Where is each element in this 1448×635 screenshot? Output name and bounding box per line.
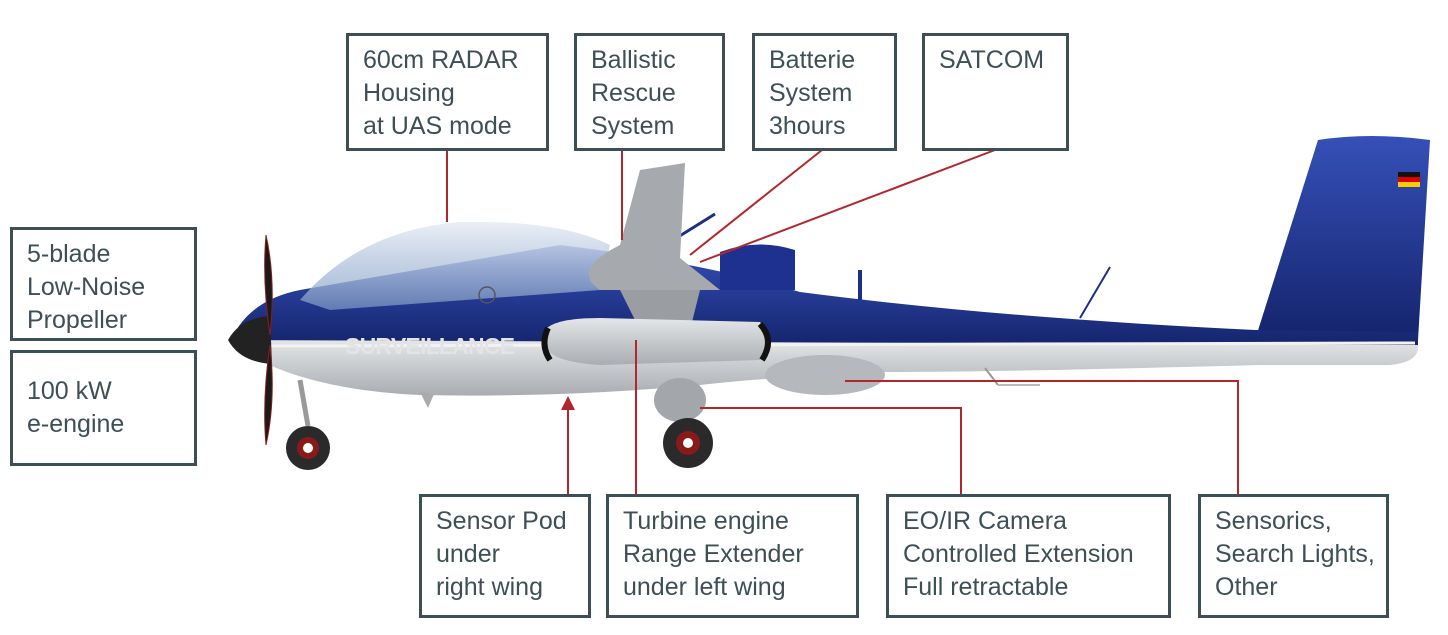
arrowhead — [561, 396, 575, 410]
label-line: Low-Noise — [27, 273, 146, 301]
spinner — [228, 316, 272, 364]
label-line: Controlled Extension — [903, 540, 1134, 568]
eoir-camera — [654, 378, 706, 422]
label-propeller: 5-blade Low-Noise Propeller — [10, 227, 197, 341]
propeller — [264, 234, 273, 446]
label-line: 60cm RADAR — [363, 46, 519, 74]
label-sensorics: Sensorics, Search Lights, Other — [1198, 494, 1389, 618]
label-line: System — [769, 79, 853, 107]
label-line: EO/IR Camera — [903, 507, 1067, 535]
turbine-nacelle — [545, 318, 768, 365]
label-line: Search Lights, — [1215, 540, 1375, 568]
label-engine: 100 kW e-engine — [10, 350, 197, 466]
satcom-dome — [720, 244, 795, 290]
label-line: 100 kW — [27, 377, 112, 405]
label-line: Sensor Pod — [436, 507, 567, 535]
label-line: Batterie — [769, 46, 856, 74]
sensorics-pod — [765, 355, 885, 395]
label-turbine: Turbine engine Range Extender under left… — [606, 494, 859, 618]
livery-text: SURVEILLANCE — [345, 333, 515, 359]
leader-lines — [446, 149, 1239, 494]
label-line: at UAS mode — [363, 112, 512, 140]
label-line: 3hours — [769, 112, 846, 140]
label-line: Turbine engine — [623, 507, 789, 535]
label-line: Sensorics, — [1215, 507, 1332, 535]
label-line: Propeller — [27, 306, 128, 334]
label-line: Range Extender — [623, 540, 804, 568]
main-wheel — [663, 418, 713, 468]
label-line: Full retractable — [903, 573, 1069, 601]
tail-fin — [1255, 136, 1430, 340]
label-ballistic-rescue: Ballistic Rescue System — [574, 33, 725, 151]
wing — [588, 163, 720, 290]
canopy — [300, 221, 610, 310]
label-line: Rescue — [591, 79, 676, 107]
label-battery: Batterie System 3hours — [752, 33, 897, 151]
label-line: Other — [1215, 573, 1278, 601]
label-line: under left wing — [623, 573, 786, 601]
label-line: 5-blade — [27, 240, 111, 268]
label-line: SATCOM — [939, 46, 1045, 74]
label-eoir-camera: EO/IR Camera Controlled Extension Full r… — [886, 494, 1171, 618]
label-line: System — [591, 112, 675, 140]
label-satcom: SATCOM — [922, 33, 1069, 151]
german-flag — [1398, 172, 1420, 177]
label-line: e-engine — [27, 410, 125, 438]
label-line: Ballistic — [591, 46, 676, 74]
nose-wheel — [286, 426, 330, 470]
label-line: under — [436, 540, 500, 568]
label-line: right wing — [436, 573, 543, 601]
label-radar-housing: 60cm RADAR Housing at UAS mode — [346, 33, 549, 151]
label-sensor-pod: Sensor Pod under right wing — [419, 494, 591, 618]
label-line: Housing — [363, 79, 455, 107]
